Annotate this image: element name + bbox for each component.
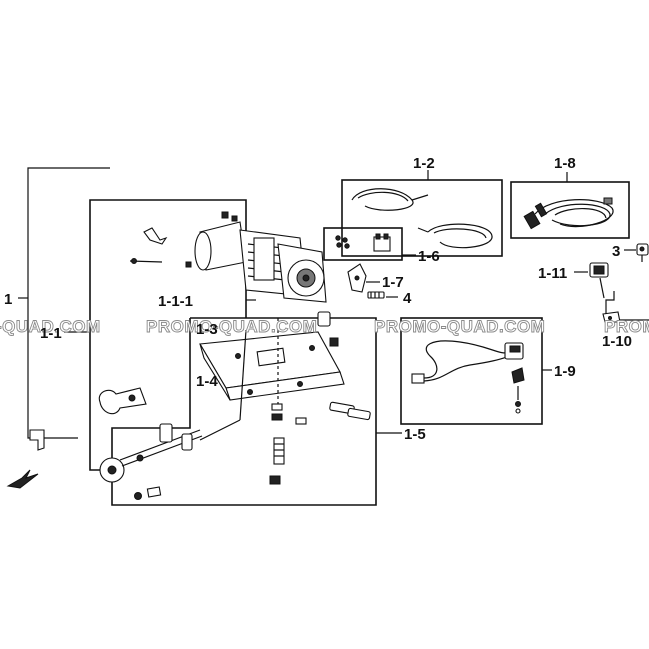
watermark-right: PROMO-QUAD.COM — [374, 317, 545, 336]
label-1-5: 1-5 — [404, 426, 426, 443]
mounting-plate-frame — [111, 317, 402, 506]
switch-box-1-9 — [400, 317, 552, 425]
label-1-8: 1-8 — [554, 155, 576, 172]
label-3: 3 — [612, 243, 620, 260]
label-1-2: 1-2 — [413, 155, 435, 172]
watermark-center: PROMO-QUAD.COM — [146, 317, 317, 336]
watermark-right-fragment: PROMO-QUA — [604, 317, 649, 336]
bolt-part-3 — [624, 243, 649, 262]
clamp-part-1-11 — [574, 262, 609, 299]
label-1: 1 — [4, 291, 12, 308]
plate-bolts — [269, 318, 371, 485]
cable-box-1-2 — [341, 170, 503, 257]
relay-box-1-6 — [323, 227, 416, 261]
winch-hook — [98, 387, 147, 415]
watermark: -QUAD.COM PROMO-QUAD.COM PROMO-QUAD.COM … — [0, 317, 649, 337]
label-1-9: 1-9 — [554, 363, 576, 380]
label-4: 4 — [403, 290, 412, 307]
label-1-7: 1-7 — [382, 274, 404, 291]
mounting-plate — [199, 311, 345, 401]
small-bracket — [6, 429, 45, 489]
cable-box-1-8 — [510, 172, 630, 239]
label-1-1-1: 1-1-1 — [158, 293, 193, 310]
label-1-6: 1-6 — [418, 248, 440, 265]
hook-clip — [129, 227, 192, 268]
bracket-box-1-10 — [602, 291, 649, 323]
callout-labels: 1 1-1 1-1-1 1-3 1-4 1-5 1-2 1-6 1-7 4 1-… — [4, 155, 632, 443]
winch-motor-drum — [194, 211, 327, 303]
label-1-11: 1-11 — [538, 265, 567, 282]
label-1-4: 1-4 — [196, 373, 218, 390]
label-1-1: 1-1 — [40, 325, 62, 342]
watermark-left-fragment: -QUAD.COM — [0, 317, 101, 336]
label-1-3: 1-3 — [196, 321, 218, 338]
bracket-part-1-7 — [347, 263, 380, 293]
assembly-1-bracket — [18, 167, 110, 439]
bolt-part-4 — [367, 291, 398, 299]
roller-fairlead — [99, 329, 247, 500]
label-1-10: 1-10 — [602, 333, 632, 350]
